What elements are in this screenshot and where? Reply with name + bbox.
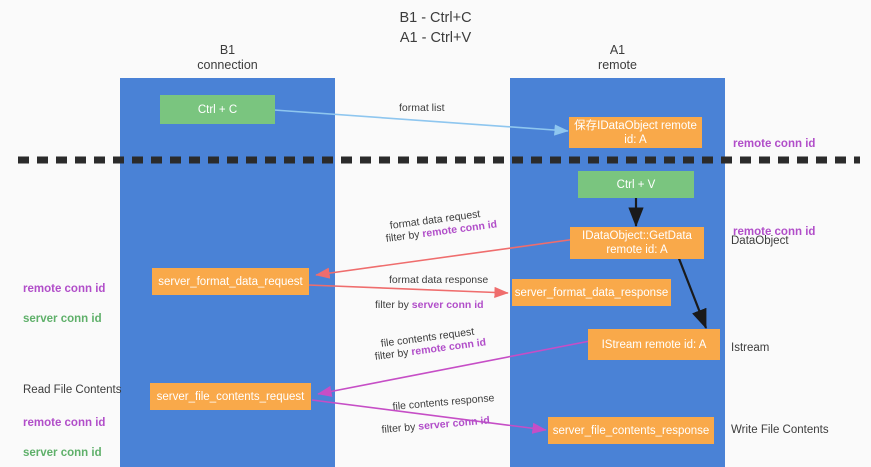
side-label-remote-conn-id-text: remote conn id bbox=[733, 138, 816, 150]
side-label-remote-conn-id-text: remote conn id bbox=[23, 417, 106, 429]
side-label-remote-conn-id-top: remote conn id bbox=[733, 122, 815, 152]
node-ctrl-v[interactable]: Ctrl + V bbox=[578, 171, 694, 198]
node-server-file-contents-request[interactable]: server_file_contents_request bbox=[150, 383, 311, 410]
filter-prefix: filter by bbox=[381, 420, 419, 436]
node-server-format-data-response[interactable]: server_format_data_response bbox=[512, 279, 671, 306]
page-title: B1 - Ctrl+C A1 - Ctrl+V bbox=[399, 10, 472, 46]
edge-label-file-contents-response-filter: filter by server conn id bbox=[381, 414, 490, 437]
side-label-write-file-contents: Write File Contents bbox=[731, 424, 829, 436]
side-label-read-file-contents: Read File Contents bbox=[23, 384, 122, 396]
side-label-conn-ids-top: remote conn id server conn id bbox=[23, 267, 105, 327]
edge-label-format-list: format list bbox=[399, 102, 445, 114]
filter-prefix: filter by bbox=[385, 228, 424, 245]
edge-label-format-data-response: format data response bbox=[389, 274, 489, 286]
filter-key-server-conn-id: server conn id bbox=[411, 299, 484, 311]
side-label-dataobject: DataObject bbox=[731, 235, 789, 247]
column-title-a1: A1 remote bbox=[598, 43, 637, 72]
node-server-format-data-request[interactable]: server_format_data_request bbox=[152, 268, 309, 295]
side-label-remote-conn-id-text: remote conn id bbox=[733, 226, 816, 238]
node-ctrl-c[interactable]: Ctrl + C bbox=[160, 95, 275, 124]
node-server-file-contents-response[interactable]: server_file_contents_response bbox=[548, 417, 714, 444]
edge-label-file-contents-response: file contents response bbox=[392, 392, 495, 413]
filter-key-server-conn-id: server conn id bbox=[417, 414, 491, 433]
side-label-server-conn-id-text: server conn id bbox=[23, 447, 102, 459]
node-istream[interactable]: IStream remote id: A bbox=[588, 329, 720, 360]
side-label-istream: Istream bbox=[731, 342, 770, 354]
side-label-remote-conn-id-text: remote conn id bbox=[23, 283, 106, 295]
node-idataobject-getdata[interactable]: IDataObject::GetData remote id: A bbox=[570, 227, 704, 259]
side-label-conn-ids-bottom: remote conn id server conn id bbox=[23, 401, 105, 461]
filter-prefix: filter by bbox=[375, 299, 412, 311]
side-label-remote-conn-id-mid: remote conn id bbox=[733, 210, 815, 240]
filter-prefix: filter by bbox=[374, 346, 413, 363]
side-label-server-conn-id-text: server conn id bbox=[23, 313, 102, 325]
node-save-idataobject[interactable]: 保存IDataObject remote id: A bbox=[569, 117, 702, 148]
column-title-b1: B1 connection bbox=[197, 43, 258, 72]
edge-label-format-data-response-filter: filter by server conn id bbox=[375, 298, 484, 312]
